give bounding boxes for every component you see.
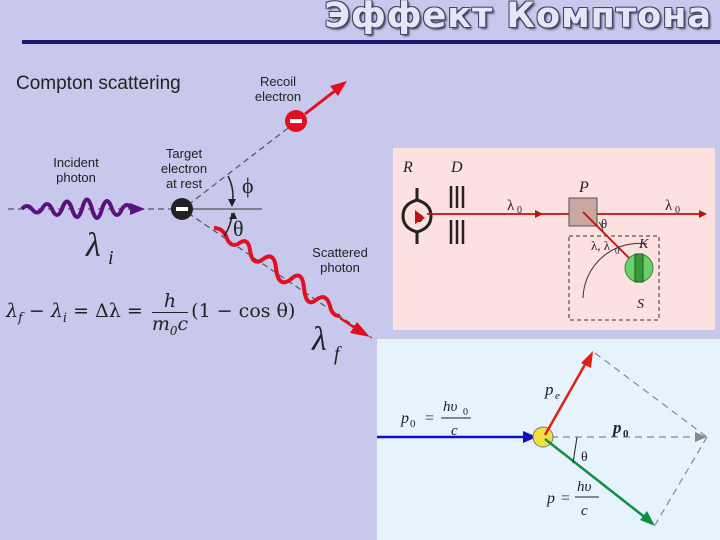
label-P: P (578, 179, 589, 196)
formula-lambda-f: λ (6, 300, 19, 322)
incoming-momentum-arrow (523, 431, 537, 443)
label-lambda0-right: λ (665, 198, 673, 214)
label-frac1-den: c (451, 423, 458, 439)
beam-arrow-2 (699, 210, 707, 218)
incident-arrowhead (130, 203, 145, 215)
formula-den-m: m (151, 313, 170, 335)
scattered-arrowhead (350, 322, 370, 337)
target-electron-label: Target electron at rest (146, 146, 222, 191)
incident-photon-wave (20, 197, 134, 220)
recoil-electron-label: Recoil electron (238, 74, 318, 104)
theta-angle-arc (223, 212, 233, 237)
label-eq2: = (561, 490, 570, 507)
detector-region (568, 235, 660, 321)
scattered-photon-wave (213, 226, 341, 318)
recoil-label-line1: Recoil (259, 74, 297, 89)
scattered-photon-label: Scattered photon (300, 245, 380, 275)
formula-numerator: h (151, 290, 189, 313)
label-pe: p (544, 380, 554, 399)
momentum-diagram: p 0 = hυ 0 c p e p 0 θ p = hυ c (377, 339, 720, 540)
scattering-arc (582, 242, 648, 299)
incident-label-line1: Incident (53, 155, 99, 170)
label-D: D (450, 159, 463, 176)
target-label-line2: electron (160, 161, 208, 176)
incident-label-line2: photon (56, 170, 96, 185)
electron-momentum-line (543, 360, 589, 436)
recoil-arrow-shaft (304, 88, 337, 116)
formula-denominator: m0c (152, 313, 188, 338)
lambda-f-subscript: f (334, 343, 342, 365)
photon-momentum-line (544, 438, 648, 520)
formula-den-c: c (177, 313, 189, 335)
xray-tube-right (415, 188, 433, 244)
lambda-f-label: λ (311, 321, 327, 358)
target-label-line3: at rest (165, 176, 203, 191)
formula-minus-lambda-i: − λ (22, 300, 63, 322)
recoil-electron-minus (290, 119, 302, 123)
label-lambda0-left-sub: 0 (517, 205, 522, 216)
label-setup-theta: θ (601, 216, 607, 231)
formula-sub-i: i (62, 310, 68, 326)
label-R: R (402, 159, 413, 176)
target-electron-minus (176, 207, 188, 211)
label-p0: p (611, 418, 622, 437)
compton-heading: Compton scattering (16, 73, 181, 94)
label-p: p (546, 490, 555, 507)
recoil-direction-line (187, 124, 293, 206)
lambda-i-subscript: i (108, 247, 114, 269)
target-label-line1: Target (165, 146, 203, 161)
scattered-label-line2: photon (320, 260, 360, 275)
scattered-beam (582, 211, 634, 263)
label-frac2-den: c (581, 503, 588, 519)
electron-momentum-arrow (581, 351, 593, 368)
formula-den-sub: 0 (169, 323, 178, 338)
lambda-i-label: λ (85, 227, 101, 264)
photon-momentum-arrow (640, 511, 655, 526)
label-lambda0-left: λ (507, 198, 515, 214)
label-eq1: = (425, 410, 434, 427)
p0-vector-arrow (695, 432, 707, 442)
label-p0-sub: 0 (623, 428, 629, 440)
setup-background (393, 148, 715, 330)
slide-title: Эффект Комптона (324, 0, 712, 36)
formula-tail: (1 − cos θ) (191, 300, 296, 322)
formula-sub-f: f (18, 310, 23, 326)
scattered-direction-line (187, 212, 373, 339)
label-p0-left-sub: 0 (410, 418, 416, 430)
experimental-setup-diagram: R D P λ 0 λ 0 θ λ, λ 0 K S (393, 148, 715, 330)
label-momentum-theta: θ (581, 450, 588, 465)
scattered-arrow-shaft (339, 316, 356, 330)
label-lambda-pair-sub: 0 (615, 246, 620, 256)
scattered-label-line1: Scattered (312, 245, 368, 260)
momentum-theta-tick (572, 436, 578, 464)
label-frac2-num: hυ (577, 479, 592, 495)
label-S: S (637, 297, 644, 312)
compton-scattering-diagram: ϕ θ λ i λ f (8, 81, 373, 365)
label-pe-sub: e (555, 390, 560, 402)
label-lambda-pair: λ, λ (591, 238, 611, 253)
title-underline (22, 40, 720, 44)
incident-photon-label: Incident photon (36, 155, 116, 185)
detector-plate (634, 253, 644, 283)
label-K: K (638, 237, 649, 252)
phi-angle-arrow (228, 199, 236, 207)
label-frac1-num-sub: 0 (463, 407, 468, 418)
label-lambda0-right-sub: 0 (675, 205, 680, 216)
theta-angle-arrow (229, 212, 237, 219)
beam-arrow-1 (535, 210, 543, 218)
label-p0-left: p (400, 410, 409, 427)
formula-equals-delta: = Δλ = (67, 300, 149, 322)
label-frac1-num: hυ (443, 399, 458, 415)
phi-label: ϕ (242, 173, 254, 198)
xray-emission (415, 210, 425, 224)
recoil-arrowhead (330, 81, 347, 96)
recoil-label-line2: electron (254, 89, 302, 104)
xray-tube-left (401, 188, 419, 244)
theta-label: θ (233, 216, 244, 241)
parallelogram-right (654, 436, 708, 526)
